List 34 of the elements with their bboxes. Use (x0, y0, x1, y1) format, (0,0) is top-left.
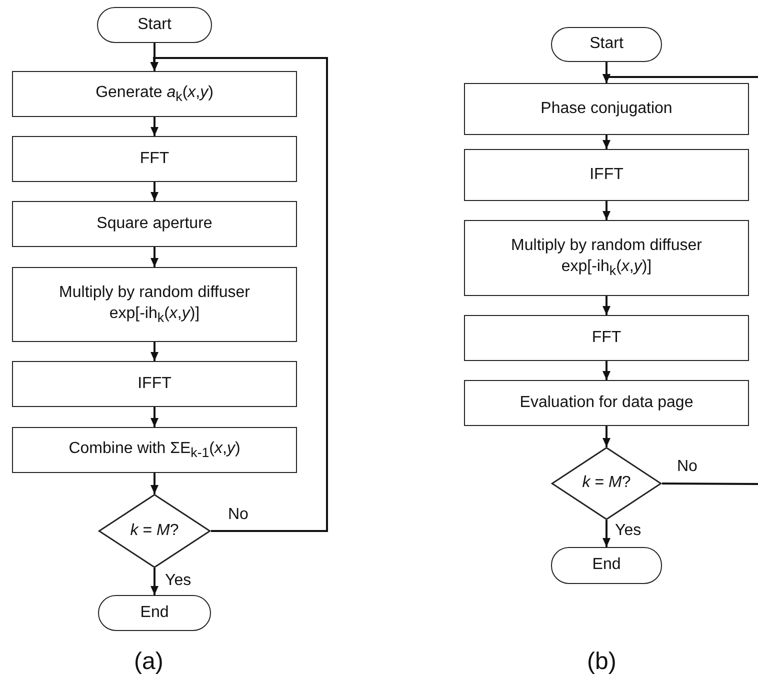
process-box: FFT (464, 315, 749, 361)
process-box: Multiply by random diffuser exp[-ih$_{k}$(x,y)] (12, 267, 297, 342)
process-box: IFFT (12, 361, 297, 407)
terminal-box: End (98, 595, 211, 631)
arrow (602, 296, 610, 315)
arrow (602, 520, 610, 547)
process-box: Square aperture (12, 201, 297, 247)
arrow (150, 117, 158, 136)
arrow (602, 361, 610, 380)
arrow (602, 74, 758, 83)
process-box: Evaluation for data page (464, 380, 749, 426)
arrow (602, 201, 610, 220)
panel-label: (b) (587, 648, 616, 676)
arrow (150, 407, 158, 427)
terminal-box: Start (97, 7, 212, 43)
process-box: IFFT (464, 149, 749, 201)
arrow (602, 135, 610, 149)
terminal-box: End (551, 547, 662, 584)
decision-diamond: k = M? (551, 447, 662, 520)
arrow (150, 342, 158, 361)
arrow (150, 182, 158, 201)
process-box: Combine with ΣE$_{k-1}$(x,y) (12, 427, 297, 473)
process-box: Phase conjugation (464, 83, 749, 135)
terminal-box: Start (551, 27, 662, 62)
process-box: FFT (12, 136, 297, 182)
decision-diamond: k = M? (98, 494, 211, 568)
arrow (150, 57, 328, 532)
arrow (150, 247, 158, 267)
arrow (150, 568, 158, 595)
process-box: Generate a$_{k}$(x,y) (12, 71, 297, 117)
panel-label: (a) (134, 648, 164, 676)
process-box: Multiply by random diffuser exp[-ih$_{k}$(x,y)] (464, 220, 749, 296)
arrow (602, 426, 610, 447)
arrow (150, 473, 158, 494)
